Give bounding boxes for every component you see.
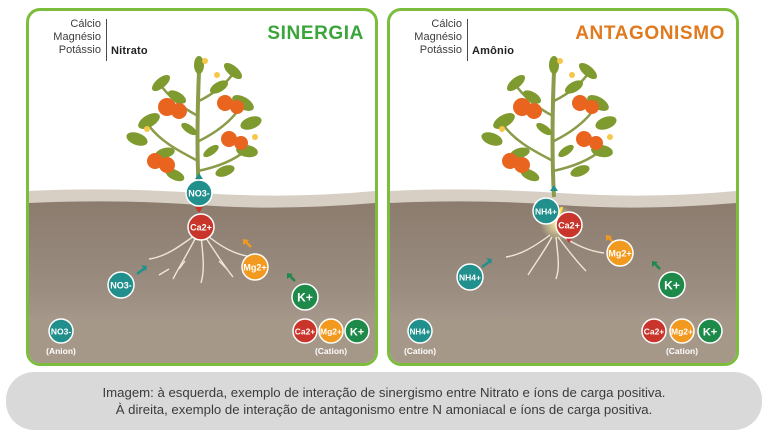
stem-ion: NH4+	[532, 197, 560, 225]
nutrient-magnesium: Magnésio	[414, 31, 462, 43]
legend-anion-label: (Anion)	[46, 346, 76, 356]
svg-text:K+: K+	[664, 279, 680, 293]
nutrient-magnesium: Magnésio	[53, 31, 101, 43]
nutrient-list: Cálcio Magnésio Potássio	[41, 18, 101, 57]
caption-line-1: Imagem: à esquerda, exemplo de interação…	[102, 385, 666, 400]
svg-text:Mg2+: Mg2+	[608, 249, 631, 259]
svg-text:NO3-: NO3-	[51, 327, 71, 337]
soil-magnesium-ion: Mg2+	[606, 239, 634, 267]
svg-text:K+: K+	[297, 291, 313, 305]
legend-potassium-ion: K+	[344, 318, 370, 344]
svg-text:Mg2+: Mg2+	[243, 263, 266, 273]
svg-text:NO3-: NO3-	[110, 281, 132, 291]
svg-text:Mg2+: Mg2+	[671, 327, 693, 337]
svg-text:K+: K+	[703, 327, 717, 339]
image-caption: Imagem: à esquerda, exemplo de interação…	[6, 372, 762, 430]
svg-text:NH4+: NH4+	[459, 273, 481, 283]
svg-text:Ca2+: Ca2+	[190, 223, 212, 233]
legend-calcium-ion: Ca2+	[641, 318, 667, 344]
nutrient-calcium: Cálcio	[70, 18, 101, 30]
panel-synergy: NO3- Ca2+ NO3- Mg2+ K+ NO3- (Anion) Ca2+	[26, 8, 378, 366]
nutrient-potassium: Potássio	[419, 44, 462, 56]
svg-text:Ca2+: Ca2+	[644, 327, 665, 337]
legend-magnesium-ion: Mg2+	[669, 318, 695, 344]
svg-text:Mg2+: Mg2+	[320, 327, 342, 337]
root-calcium-ion: Ca2+	[555, 211, 583, 239]
tomato-plant	[126, 56, 262, 194]
legend-right-cation-label: (Cation)	[666, 346, 698, 356]
antagonism-scene: NH4+ Ca2+ NH4+ Mg2+ K+ NH4+ (Cation) Ca2…	[390, 56, 736, 363]
legend-left-cation-label: (Cation)	[404, 346, 436, 356]
soil-potassium-ion: K+	[658, 271, 686, 299]
soil-ammonium-ion: NH4+	[456, 263, 484, 291]
legend-ammonium-ion: NH4+	[407, 318, 433, 344]
legend-cation-label: (Cation)	[315, 346, 347, 356]
legend-band	[29, 317, 375, 363]
nitrogen-source: Amônio	[472, 45, 515, 57]
soil-nitrate-ion: NO3-	[107, 271, 135, 299]
soil-potassium-ion: K+	[291, 283, 319, 311]
panel-title-synergy: SINERGIA	[267, 23, 364, 44]
svg-text:Ca2+: Ca2+	[558, 221, 580, 231]
nutrient-potassium: Potássio	[58, 44, 101, 56]
svg-text:NH4+: NH4+	[410, 328, 431, 337]
nutrient-calcium: Cálcio	[431, 18, 462, 30]
svg-text:K+: K+	[350, 327, 364, 339]
panel-title-antagonism: ANTAGONISMO	[575, 23, 725, 44]
nutrient-divider	[106, 19, 107, 61]
svg-text:NH4+: NH4+	[535, 207, 557, 217]
legend-magnesium-ion: Mg2+	[318, 318, 344, 344]
legend-calcium-ion: Ca2+	[292, 318, 318, 344]
root-calcium-ion: Ca2+	[187, 213, 215, 241]
nitrogen-source: Nitrato	[111, 45, 148, 57]
nutrient-divider	[467, 19, 468, 61]
legend-anion-ion: NO3-	[48, 318, 74, 344]
caption-line-2: À direita, exemplo de interação de antag…	[115, 402, 653, 417]
nutrient-list: Cálcio Magnésio Potássio	[402, 18, 462, 57]
svg-text:NO3-: NO3-	[188, 189, 210, 199]
svg-text:Ca2+: Ca2+	[295, 327, 316, 337]
panel-antagonism: NH4+ Ca2+ NH4+ Mg2+ K+ NH4+ (Cation) Ca2…	[387, 8, 739, 366]
synergy-scene: NO3- Ca2+ NO3- Mg2+ K+ NO3- (Anion) Ca2+	[29, 56, 375, 363]
tomato-plant	[481, 56, 617, 198]
legend-potassium-ion: K+	[697, 318, 723, 344]
soil-magnesium-ion: Mg2+	[241, 253, 269, 281]
stem-ion: NO3-	[185, 179, 213, 207]
